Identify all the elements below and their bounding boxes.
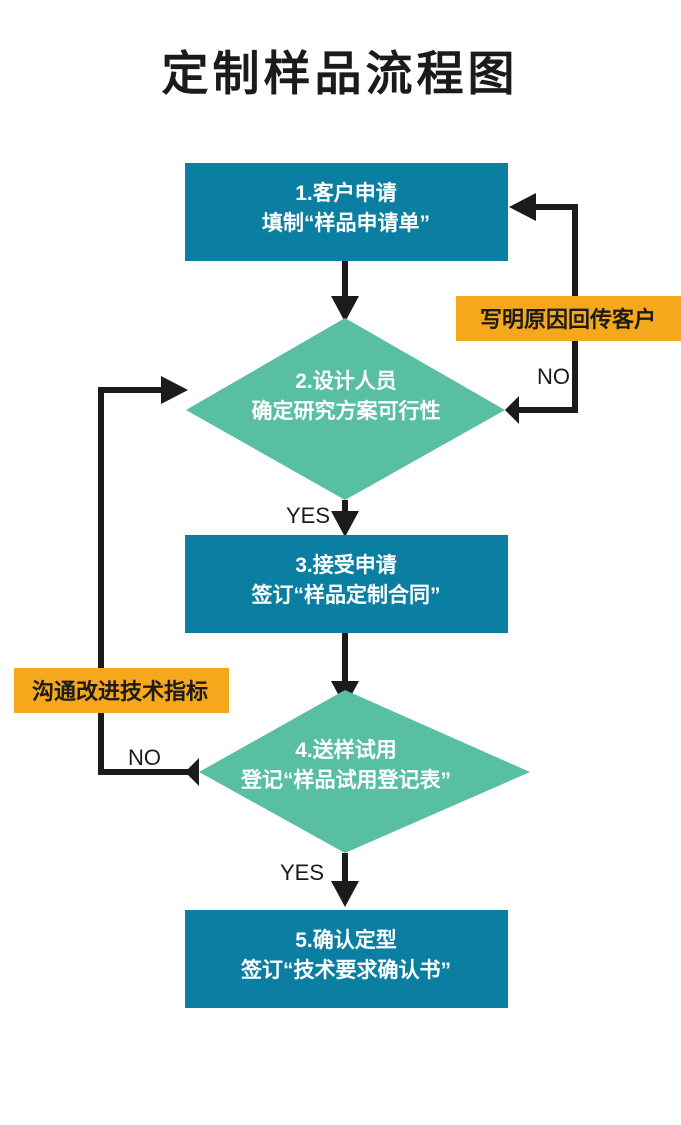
node-process-1-line1: 1.客户申请 [295, 181, 397, 205]
node-decision-4-shape [199, 690, 530, 853]
edge-n4-to-n5-arrowhead [331, 881, 359, 907]
note-chip-left-label: 沟通改进技术指标 [32, 679, 208, 704]
node-process-1[interactable]: 1.客户申请 填制“样品申请单” [185, 163, 508, 261]
node-decision-4-line1: 4.送样试用 [295, 738, 397, 762]
edge-n1-to-n2-arrowhead [331, 296, 359, 322]
node-process-5-shape [185, 910, 508, 1008]
node-process-3-line1: 3.接受申请 [295, 553, 397, 577]
note-chip-left[interactable]: 沟通改进技术指标 [14, 668, 229, 713]
node-decision-2-shape [186, 318, 505, 500]
node-process-5[interactable]: 5.确认定型 签订“技术要求确认书” [185, 910, 508, 1008]
node-process-1-shape [185, 163, 508, 261]
node-decision-2-line1: 2.设计人员 [295, 370, 397, 393]
node-process-3-line2: 签订“样品定制合同” [251, 583, 441, 607]
node-process-5-line2: 签订“技术要求确认书” [240, 958, 451, 982]
node-decision-2[interactable]: 2.设计人员 确定研究方案可行性 [186, 318, 505, 500]
node-process-5-line1: 5.确认定型 [295, 928, 397, 952]
page-title: 定制样品流程图 [162, 49, 519, 101]
node-process-3-shape [185, 535, 508, 633]
node-decision-2-line2: 确定研究方案可行性 [252, 399, 441, 423]
node-process-3[interactable]: 3.接受申请 签订“样品定制合同” [185, 535, 508, 633]
edge-n2-to-n1-arrowhead [509, 193, 536, 221]
edge-label-yes-from-decision-2: YES [286, 503, 330, 528]
edge-label-no-from-decision-2: NO [537, 364, 570, 389]
node-process-1-line2: 填制“样品申请单” [262, 211, 430, 235]
edge-label-yes-from-decision-4: YES [280, 860, 324, 885]
note-chip-right-shape [456, 296, 681, 341]
node-decision-4-line2: 登记“样品试用登记表” [240, 768, 451, 792]
note-chip-right[interactable]: 写明原因回传客户 [456, 296, 681, 341]
connector-layer [98, 193, 578, 907]
edge-n2-to-n1-tail-marker [505, 396, 519, 424]
note-chip-left-shape [14, 668, 229, 713]
note-chip-right-label: 写明原因回传客户 [480, 307, 656, 332]
edge-n4-to-n2-arrowhead [161, 376, 188, 404]
edge-n4-to-n2-tail-marker [185, 758, 199, 786]
edge-n4-to-n2-line [98, 387, 198, 775]
edge-n2-to-n3-arrowhead [331, 511, 359, 537]
edge-label-no-from-decision-4: NO [128, 745, 161, 770]
node-decision-4[interactable]: 4.送样试用 登记“样品试用登记表” [199, 690, 530, 853]
